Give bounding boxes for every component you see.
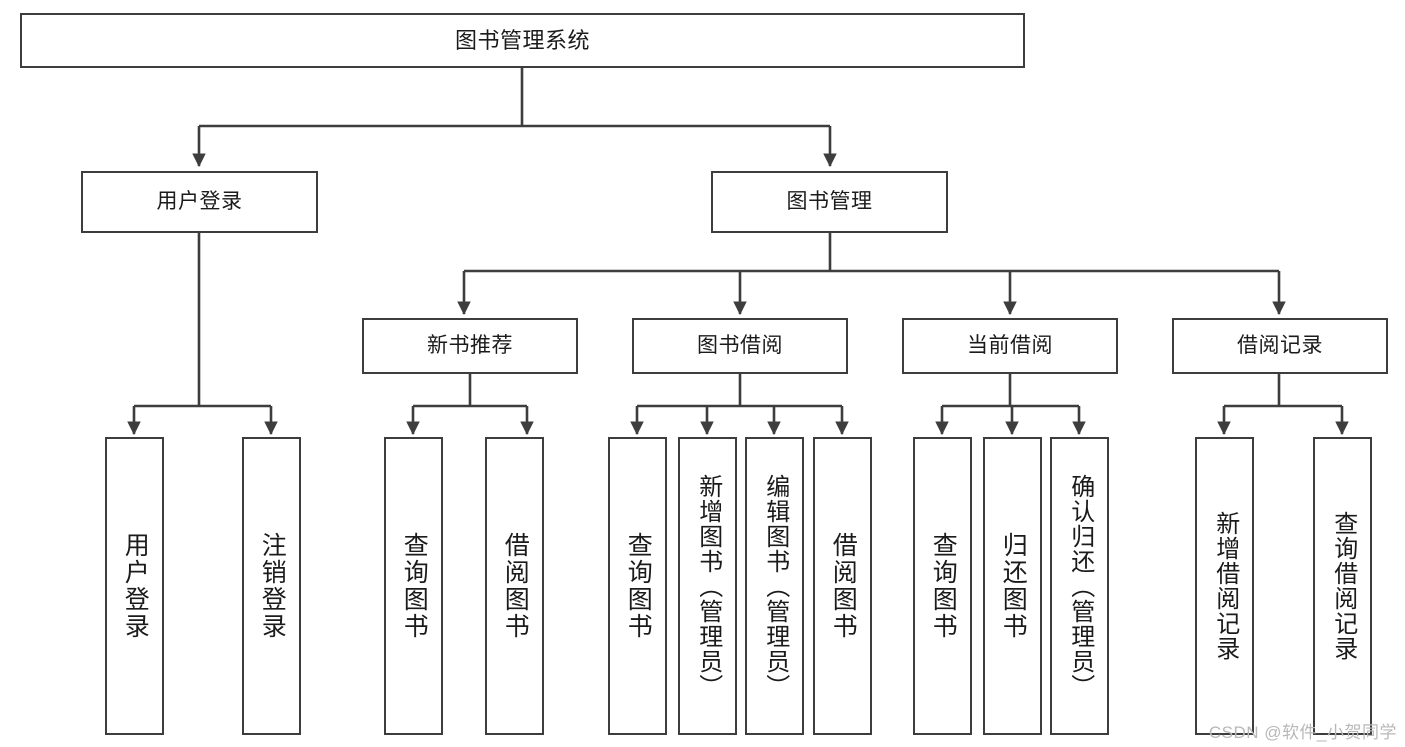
csdn-watermark: CSDN @软件_小贺同学 bbox=[1208, 723, 1397, 742]
node-leaf-return-book[interactable]: 归还图书 bbox=[983, 437, 1042, 735]
node-leaf-edit-book-label: 编辑图书（管理员） bbox=[761, 473, 789, 699]
node-leaf-borrow-book-1[interactable]: 借阅图书 bbox=[485, 437, 544, 735]
node-leaf-query-record[interactable]: 查询借阅记录 bbox=[1313, 437, 1372, 735]
node-leaf-confirm-return-label: 确认归还（管理员） bbox=[1066, 473, 1094, 699]
node-book-manage[interactable]: 图书管理 bbox=[711, 171, 948, 233]
node-root-label: 图书管理系统 bbox=[454, 27, 590, 53]
node-leaf-add-book[interactable]: 新增图书（管理员） bbox=[678, 437, 737, 735]
node-user-login-label: 用户登录 bbox=[156, 189, 243, 213]
node-leaf-user-logout-label: 注销登录 bbox=[258, 532, 287, 640]
node-leaf-confirm-return[interactable]: 确认归还（管理员） bbox=[1050, 437, 1109, 735]
node-root[interactable]: 图书管理系统 bbox=[20, 13, 1025, 68]
node-leaf-borrow-book-1-label: 借阅图书 bbox=[501, 532, 530, 640]
node-leaf-add-record-label: 新增借阅记录 bbox=[1211, 511, 1239, 661]
node-new-book-recommend[interactable]: 新书推荐 bbox=[362, 318, 578, 374]
node-borrow-record-label: 借阅记录 bbox=[1237, 333, 1323, 357]
node-leaf-query-book-1-label: 查询图书 bbox=[400, 532, 429, 640]
node-leaf-user-login-label: 用户登录 bbox=[121, 532, 150, 640]
node-leaf-query-book-3-label: 查询图书 bbox=[929, 532, 958, 640]
node-leaf-query-book-2-label: 查询图书 bbox=[624, 532, 653, 640]
node-borrow-record[interactable]: 借阅记录 bbox=[1172, 318, 1388, 374]
node-leaf-query-book-3[interactable]: 查询图书 bbox=[913, 437, 972, 735]
node-user-login[interactable]: 用户登录 bbox=[81, 171, 318, 233]
node-leaf-borrow-book-2[interactable]: 借阅图书 bbox=[813, 437, 872, 735]
node-leaf-query-book-2[interactable]: 查询图书 bbox=[608, 437, 667, 735]
node-book-borrow[interactable]: 图书借阅 bbox=[632, 318, 848, 374]
node-current-borrow-label: 当前借阅 bbox=[967, 333, 1053, 357]
node-leaf-user-login[interactable]: 用户登录 bbox=[105, 437, 164, 735]
node-leaf-add-book-label: 新增图书（管理员） bbox=[694, 473, 722, 699]
node-leaf-edit-book[interactable]: 编辑图书（管理员） bbox=[745, 437, 804, 735]
node-leaf-query-book-1[interactable]: 查询图书 bbox=[384, 437, 443, 735]
node-current-borrow[interactable]: 当前借阅 bbox=[902, 318, 1118, 374]
node-leaf-borrow-book-2-label: 借阅图书 bbox=[829, 532, 858, 640]
node-leaf-return-book-label: 归还图书 bbox=[999, 532, 1028, 640]
node-book-manage-label: 图书管理 bbox=[786, 189, 873, 213]
node-leaf-query-record-label: 查询借阅记录 bbox=[1329, 511, 1357, 661]
node-new-book-recommend-label: 新书推荐 bbox=[427, 333, 513, 357]
node-leaf-user-logout[interactable]: 注销登录 bbox=[242, 437, 301, 735]
node-book-borrow-label: 图书借阅 bbox=[697, 333, 783, 357]
node-leaf-add-record[interactable]: 新增借阅记录 bbox=[1195, 437, 1254, 735]
